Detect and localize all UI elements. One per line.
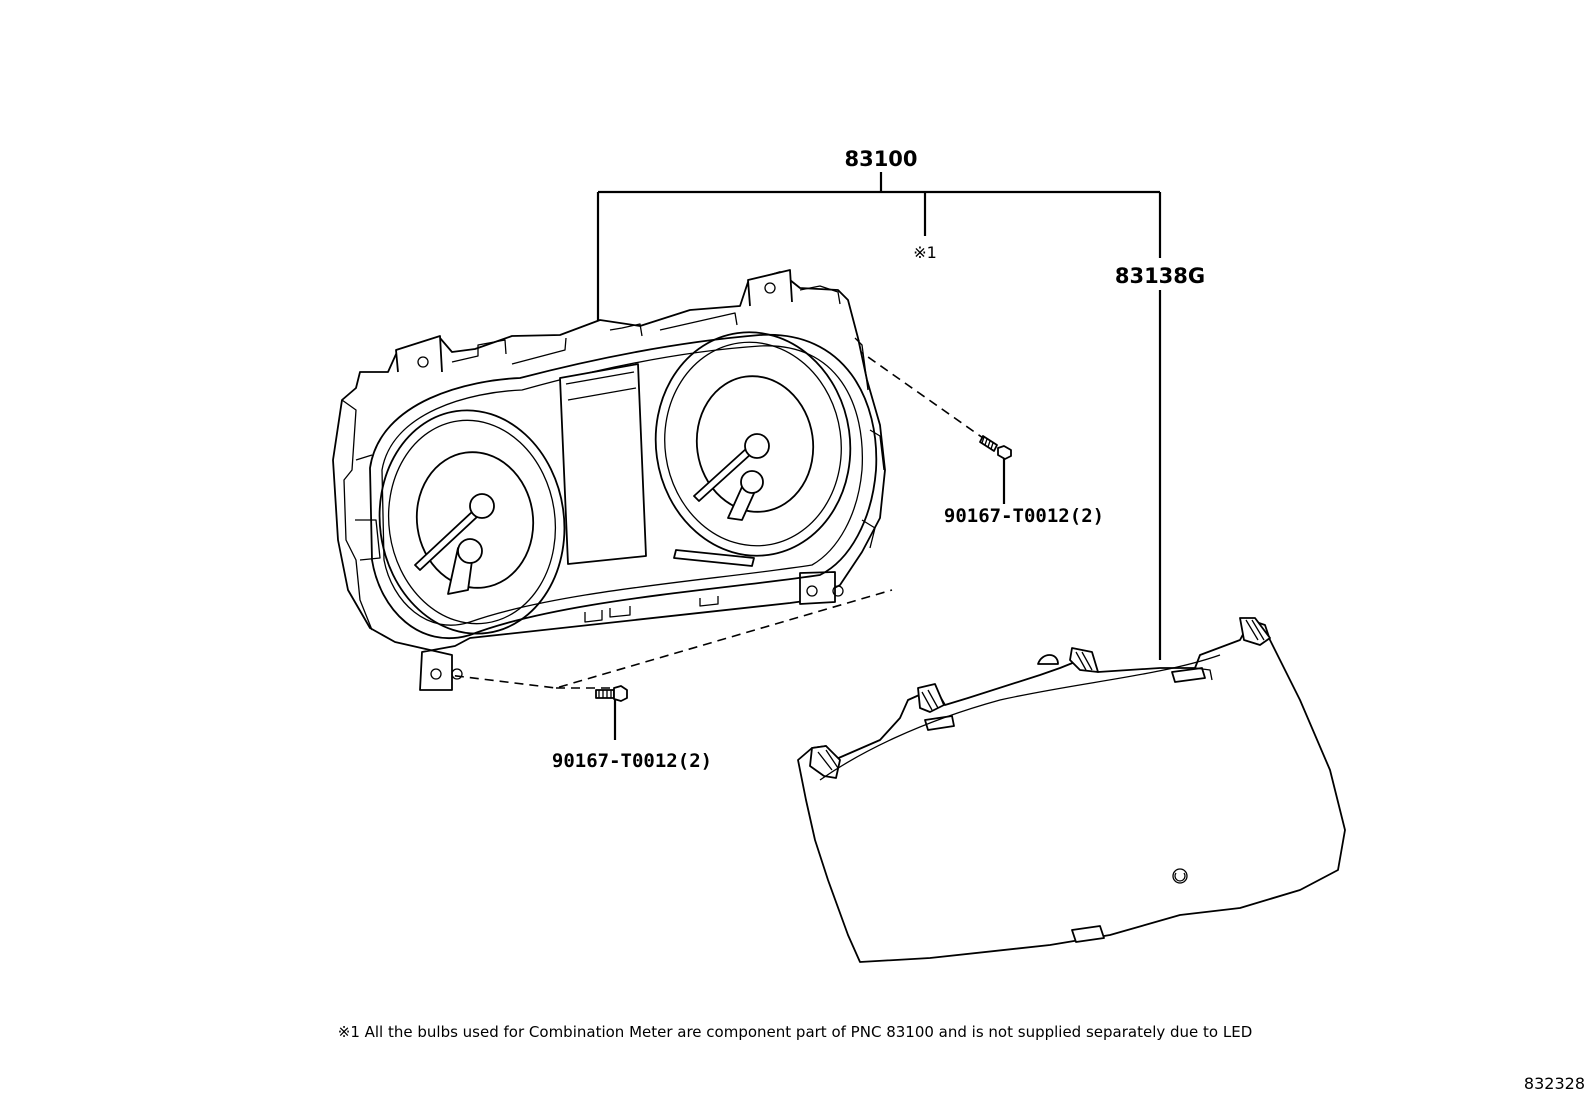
label-screw-upper: 90167-T0012(2): [944, 505, 1104, 527]
screw-upper-icon: [979, 435, 1012, 460]
figure-reference: 832328: [1524, 1074, 1585, 1093]
label-screw-lower: 90167-T0012(2): [552, 750, 712, 772]
mounting-hole-icon: [417, 282, 844, 680]
screw-lower-icon: [595, 685, 628, 702]
combination-meter-assembly: [332, 269, 886, 691]
label-note-marker: ※1: [913, 243, 937, 262]
label-glass: 83138G: [1115, 264, 1205, 288]
meter-glass-part: [797, 617, 1346, 963]
callout-leaders: [596, 172, 1162, 740]
footnote-text: ※1 All the bulbs used for Combination Me…: [338, 1023, 1253, 1041]
label-meter-assy: 83100: [844, 147, 917, 171]
